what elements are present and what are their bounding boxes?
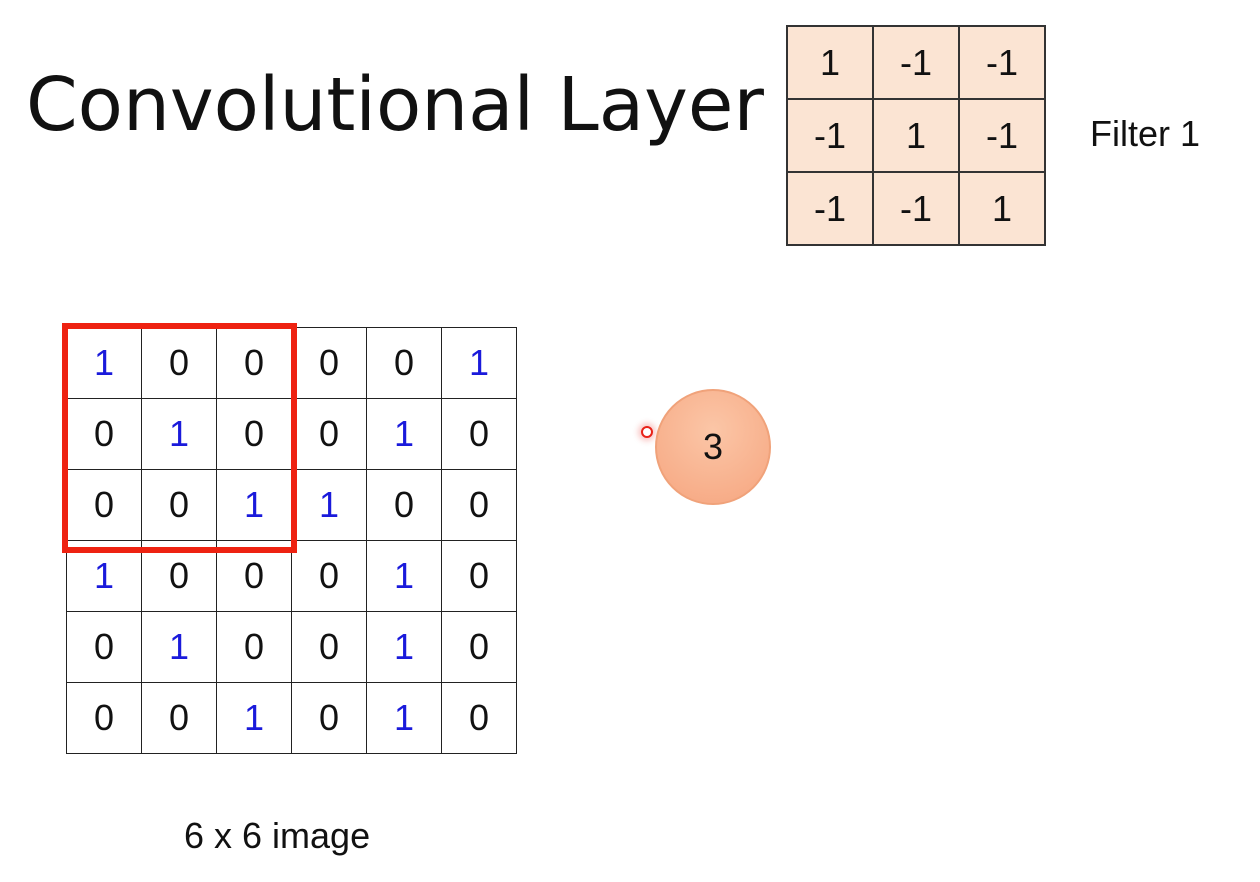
image-cell: 0	[141, 540, 217, 612]
result-value: 3	[702, 426, 724, 467]
image-cell: 1	[441, 327, 517, 399]
image-cell: 0	[441, 398, 517, 470]
filter-cell: 1	[958, 171, 1046, 246]
image-cell: 0	[291, 327, 367, 399]
image-cell: 1	[66, 540, 142, 612]
image-cell: 1	[366, 540, 442, 612]
filter-cell: -1	[958, 98, 1046, 173]
image-cell: 0	[66, 611, 142, 683]
image-cell: 0	[141, 469, 217, 541]
image-cell: 0	[216, 327, 292, 399]
image-cell: 0	[216, 611, 292, 683]
image-cell: 0	[216, 398, 292, 470]
image-cell: 0	[441, 469, 517, 541]
filter-row: 1 -1 -1	[786, 25, 1046, 100]
image-label: 6 x 6 image	[184, 815, 371, 856]
image-cell: 0	[291, 398, 367, 470]
image-cell: 0	[66, 398, 142, 470]
cursor-pointer-icon	[641, 426, 653, 438]
image-cell: 0	[216, 540, 292, 612]
image-cell: 1	[366, 682, 442, 754]
filter-cell: -1	[786, 98, 874, 173]
image-cell: 1	[366, 611, 442, 683]
filter-matrix: 1 -1 -1 -1 1 -1 -1 -1 1	[786, 25, 1046, 246]
filter-cell: -1	[872, 171, 960, 246]
image-cell: 1	[216, 682, 292, 754]
filter-cell: 1	[872, 98, 960, 173]
result-neuron: 3	[655, 389, 771, 505]
filter-label: Filter 1	[1090, 113, 1201, 154]
image-cell: 0	[366, 327, 442, 399]
image-cell: 0	[291, 611, 367, 683]
image-cell: 0	[441, 682, 517, 754]
filter-cell: -1	[786, 171, 874, 246]
image-cell: 1	[216, 469, 292, 541]
image-cell: 1	[66, 327, 142, 399]
image-cell: 0	[141, 682, 217, 754]
page-title: Convolutional Layer	[26, 62, 764, 148]
image-cell: 0	[291, 540, 367, 612]
filter-cell: -1	[958, 25, 1046, 100]
image-cell: 0	[441, 611, 517, 683]
image-cell: 1	[141, 611, 217, 683]
filter-row: -1 -1 1	[786, 171, 1046, 246]
image-cell: 0	[141, 327, 217, 399]
filter-cell: 1	[786, 25, 874, 100]
image-cell: 1	[366, 398, 442, 470]
image-cell: 1	[291, 469, 367, 541]
image-cell: 1	[141, 398, 217, 470]
filter-cell: -1	[872, 25, 960, 100]
image-cell: 0	[441, 540, 517, 612]
filter-row: -1 1 -1	[786, 98, 1046, 173]
image-cell: 0	[66, 469, 142, 541]
image-cell: 0	[291, 682, 367, 754]
image-cell: 0	[66, 682, 142, 754]
image-cell: 0	[366, 469, 442, 541]
